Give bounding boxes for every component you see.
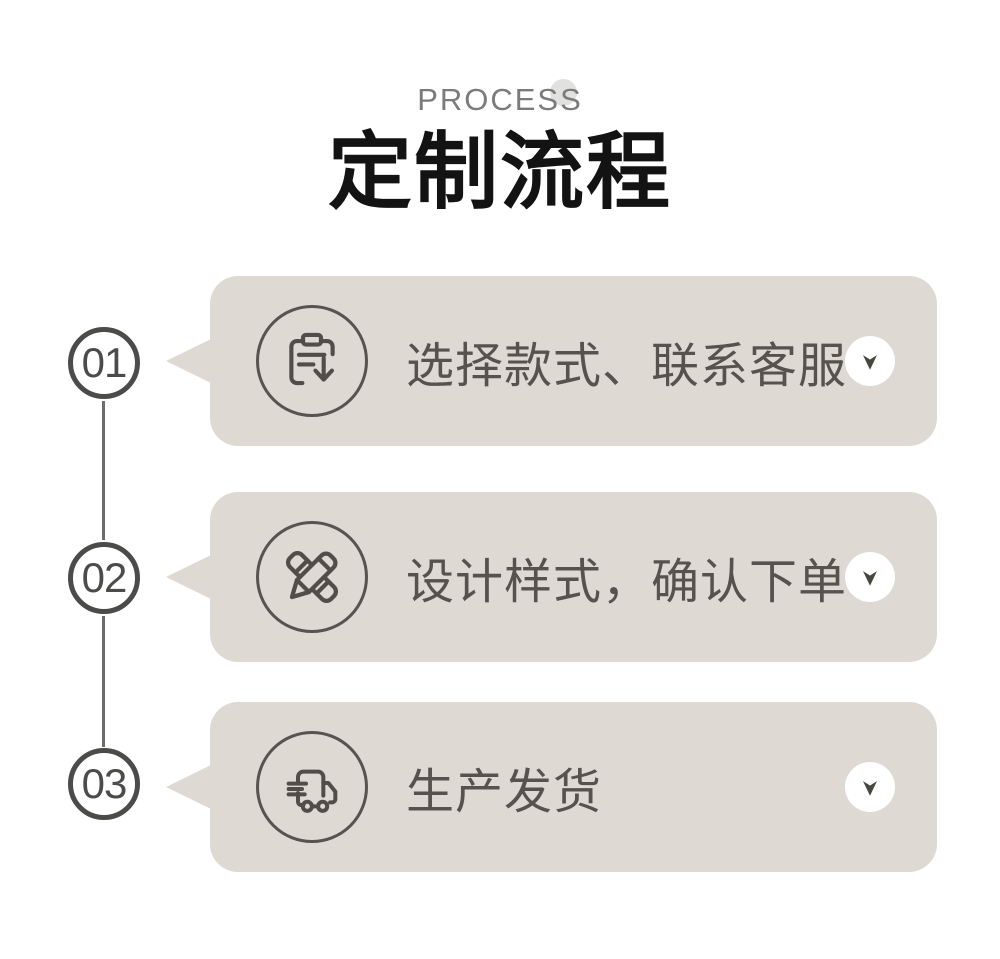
step-label: 设计样式，确认下单 (406, 556, 848, 609)
step-card: 设计样式，确认下单 (166, 492, 937, 662)
clipboard-order-icon (289, 332, 335, 386)
step-icon-ring (256, 731, 368, 843)
expand-chevron-button[interactable] (845, 552, 895, 602)
decor-dot (550, 79, 577, 106)
step-card: 生产发货 (166, 702, 937, 872)
card-pointer (166, 765, 211, 809)
chevron-down-icon (863, 355, 877, 370)
step-number-badge: 02 (68, 542, 140, 614)
step-card: 选择款式、联系客服 (166, 276, 937, 446)
timeline-connector (102, 401, 105, 540)
step-number-badge: 03 (68, 748, 140, 820)
chevron-down-icon (863, 781, 877, 796)
delivery-truck-icon (286, 769, 338, 813)
expand-chevron-button[interactable] (845, 762, 895, 812)
step-number-badge: 01 (68, 327, 140, 399)
chevron-down-icon (863, 571, 877, 586)
timeline-connector (102, 616, 105, 747)
step-label: 生产发货 (406, 766, 603, 819)
expand-chevron-button[interactable] (845, 336, 895, 386)
step-label: 选择款式、联系客服 (406, 340, 848, 393)
eyebrow-row: PROCESS (0, 82, 1000, 118)
step-icon-ring (256, 521, 368, 633)
card-pointer (166, 555, 211, 599)
step-icon-ring (256, 305, 368, 417)
section-eyebrow: PROCESS (417, 82, 583, 117)
crossed-pens-design-icon (285, 550, 339, 604)
card-pointer (166, 339, 211, 383)
section-title: 定制流程 (327, 125, 672, 219)
